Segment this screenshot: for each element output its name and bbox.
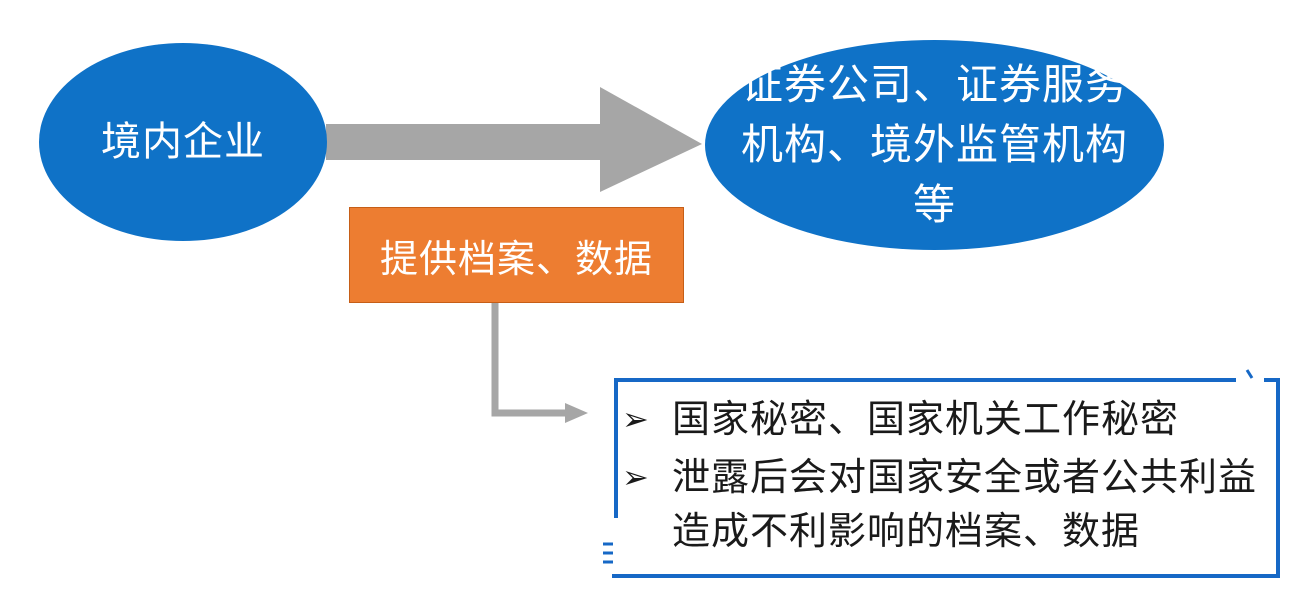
source-node: 境内企业 — [39, 43, 327, 241]
elbow-connector — [491, 303, 575, 417]
bracket-tick-top — [1245, 369, 1254, 379]
restriction-list: ➢ 国家秘密、国家机关工作秘密 ➢ 泄露后会对国家安全或者公共利益造成不利影响的… — [622, 392, 1272, 562]
list-item-text: 国家秘密、国家机关工作秘密 — [672, 397, 1180, 441]
list-item-text: 泄露后会对国家安全或者公共利益造成不利影响的档案、数据 — [672, 455, 1258, 553]
bracket-frame-top-left — [614, 378, 1236, 518]
list-item: ➢ 泄露后会对国家安全或者公共利益造成不利影响的档案、数据 — [622, 450, 1272, 558]
flow-arrow — [326, 87, 702, 192]
target-node-label: 证券公司、证券服务机构、境外监管机构等 — [740, 60, 1128, 229]
bracket-frame-bottom-right — [612, 378, 1280, 578]
arrow-bullet-icon: ➢ — [622, 458, 649, 496]
elbow-connector-arrowhead — [565, 403, 588, 423]
flow-label-box: 提供档案、数据 — [349, 207, 684, 303]
target-node: 证券公司、证券服务机构、境外监管机构等 — [705, 40, 1164, 250]
source-node-label: 境内企业 — [101, 119, 265, 165]
list-item: ➢ 国家秘密、国家机关工作秘密 — [622, 392, 1272, 446]
arrow-bullet-icon: ➢ — [622, 400, 649, 438]
restriction-box: ➢ 国家秘密、国家机关工作秘密 ➢ 泄露后会对国家安全或者公共利益造成不利影响的… — [608, 376, 1280, 580]
bracket-tick-marks-left — [603, 542, 613, 564]
flow-label-text: 提供档案、数据 — [379, 236, 653, 281]
